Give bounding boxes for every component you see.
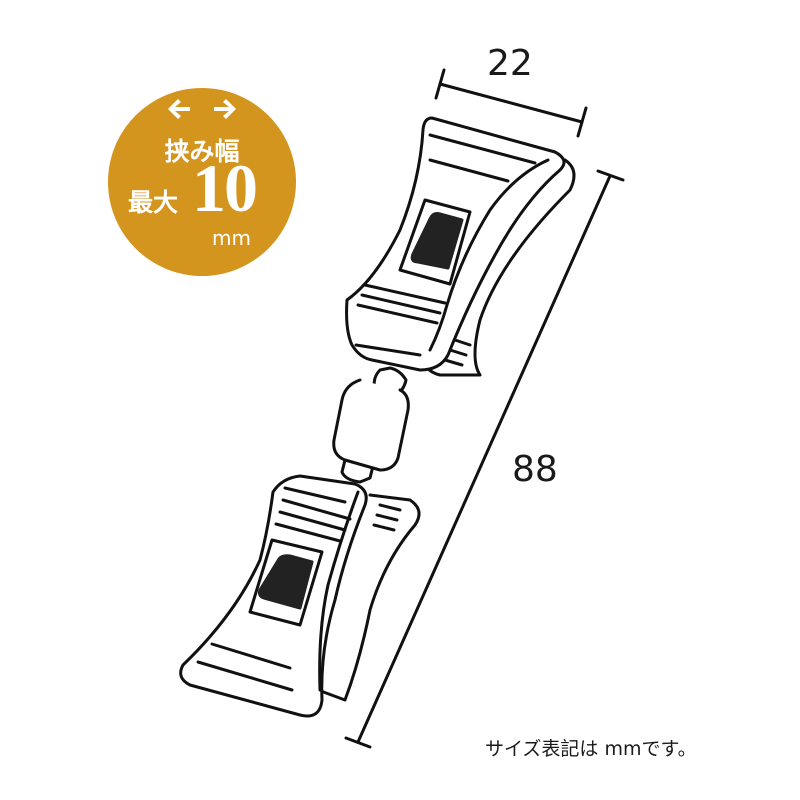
badge-max-label: 最大 <box>128 188 179 217</box>
size-unit-note: サイズ表記は mmです。 <box>485 738 697 760</box>
width-dimension-label: 22 <box>487 43 533 84</box>
height-dimension-line <box>344 169 625 749</box>
double-horizontal-arrows-icon <box>108 94 296 128</box>
width-dimension-line <box>434 68 588 138</box>
badge-max-value: 10 <box>192 150 258 226</box>
badge-clamp-width-label: 挟み幅 <box>164 137 240 166</box>
height-dimension-label: 88 <box>512 449 558 490</box>
clamp-width-badge: 挟み幅 最大 10 mm <box>108 88 296 276</box>
badge-unit: mm <box>212 226 251 250</box>
